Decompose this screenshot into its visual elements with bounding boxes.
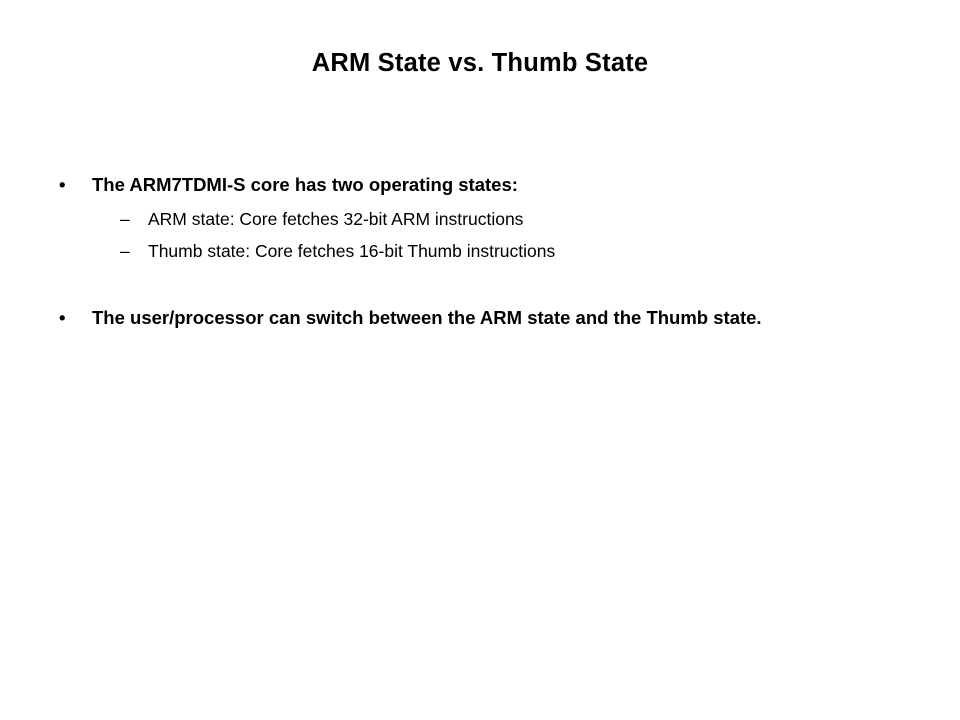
sub-bullet-item-1-2: – Thumb state: Core fetches 16-bit Thumb… bbox=[120, 235, 915, 267]
bullet-marker-icon: • bbox=[59, 174, 66, 195]
bullet-marker-icon: • bbox=[59, 307, 66, 328]
dash-marker-icon: – bbox=[120, 209, 130, 229]
bullet-item-2: • The user/processor can switch between … bbox=[55, 303, 915, 333]
sub-bullet-text-1-1: ARM state: Core fetches 32-bit ARM instr… bbox=[148, 209, 524, 229]
sub-bullet-item-1-1: – ARM state: Core fetches 32-bit ARM ins… bbox=[120, 203, 915, 235]
bullet-spacer bbox=[55, 267, 915, 303]
bullet-text-2: The user/processor can switch between th… bbox=[92, 307, 762, 328]
bullet-list-level2: – ARM state: Core fetches 32-bit ARM ins… bbox=[92, 203, 915, 267]
bullet-list-level1: • The ARM7TDMI-S core has two operating … bbox=[55, 170, 915, 333]
page-title: ARM State vs. Thumb State bbox=[311, 49, 649, 77]
dash-marker-icon: – bbox=[120, 241, 130, 261]
bullet-item-1: • The ARM7TDMI-S core has two operating … bbox=[55, 170, 915, 267]
sub-bullet-text-1-2: Thumb state: Core fetches 16-bit Thumb i… bbox=[148, 241, 556, 261]
slide-body: • The ARM7TDMI-S core has two operating … bbox=[55, 170, 915, 333]
bullet-text-1: The ARM7TDMI-S core has two operating st… bbox=[92, 174, 518, 195]
